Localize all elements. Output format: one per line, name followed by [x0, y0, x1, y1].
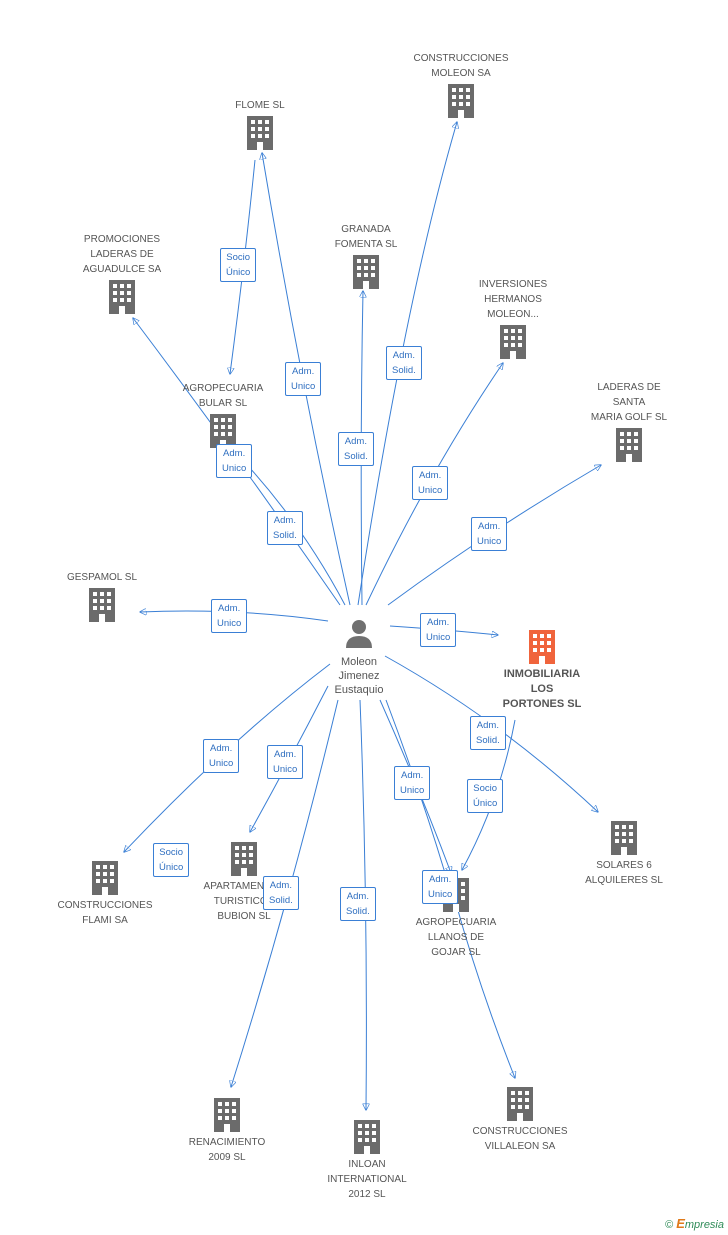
building-icon — [210, 414, 236, 448]
relation-label[interactable]: Adm.Unico — [211, 599, 248, 633]
relation-label[interactable]: Adm.Unico — [420, 613, 457, 647]
relation-label[interactable]: Adm.Unico — [394, 766, 431, 800]
relation-label[interactable]: Adm.Solid. — [470, 716, 506, 750]
relation-label[interactable]: Adm.Unico — [422, 870, 459, 904]
relation-label[interactable]: Adm.Solid. — [386, 346, 422, 380]
company-gespamol[interactable]: GESPAMOL SL — [67, 572, 137, 622]
relation-label[interactable]: Adm.Solid. — [267, 511, 303, 545]
company-label: FLOME SL — [235, 100, 285, 111]
building-icon — [92, 861, 118, 895]
building-icon — [500, 325, 526, 359]
building-icon — [231, 842, 257, 876]
relation-label[interactable]: Adm.Unico — [412, 466, 449, 500]
building-icon — [89, 588, 115, 622]
building-icon — [214, 1098, 240, 1132]
relation-label[interactable]: Adm.Solid. — [340, 887, 376, 921]
relation-label[interactable]: Adm.Solid. — [263, 876, 299, 910]
relation-label[interactable]: Adm.Unico — [267, 745, 304, 779]
brand-footer: ©Empresia — [665, 1216, 724, 1231]
edge-villaleon — [454, 899, 515, 1078]
person-name: Moleon Jimenez Eustaquio — [334, 656, 384, 696]
brand-name: mpresia — [684, 1219, 724, 1231]
relation-label[interactable]: Adm.Unico — [203, 739, 240, 773]
edge-moleon — [357, 122, 457, 606]
relation-label[interactable]: Adm.Solid. — [338, 432, 374, 466]
building-icon — [448, 84, 474, 118]
building-icon — [247, 116, 273, 150]
brand-initial: E — [676, 1216, 685, 1231]
person-icon — [346, 620, 372, 648]
building-icon — [611, 821, 637, 855]
relation-label[interactable]: Adm.Unico — [471, 517, 508, 551]
building-icon — [353, 255, 379, 289]
building-icon — [616, 428, 642, 462]
building-icon — [529, 630, 555, 664]
company-flome[interactable]: FLOME SL — [235, 100, 285, 150]
relation-label[interactable]: Adm.Unico — [285, 362, 322, 396]
copyright-icon: © — [665, 1219, 674, 1231]
company-label: GESPAMOL SL — [66, 572, 138, 583]
building-icon — [354, 1120, 380, 1154]
relation-label[interactable]: Adm.Unico — [216, 444, 253, 478]
building-icon — [109, 280, 135, 314]
building-icon — [507, 1087, 533, 1121]
person-node[interactable]: Moleon Jimenez Eustaquio — [335, 618, 383, 696]
